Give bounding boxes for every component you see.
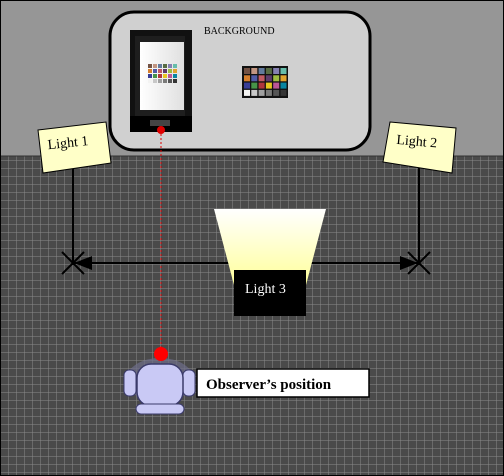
color-patch (251, 82, 258, 89)
arrow-right (400, 256, 418, 270)
observer-label: Observer’s position (206, 377, 332, 393)
color-patch (158, 64, 162, 68)
color-patch (244, 68, 250, 74)
color-patch (265, 75, 272, 82)
color-patch (158, 74, 162, 78)
color-patch (258, 82, 265, 89)
color-patch (265, 68, 272, 74)
light-3-label: Light 3 (245, 282, 286, 297)
color-patch (244, 75, 250, 82)
color-patch (153, 69, 157, 73)
color-chart-small (148, 64, 177, 83)
color-patch (265, 82, 272, 89)
color-patch (265, 89, 272, 96)
color-patch (168, 79, 172, 83)
light-1: Light 1 (37, 121, 112, 174)
color-patch (148, 64, 152, 68)
color-patch (280, 68, 287, 74)
color-patch (148, 74, 152, 78)
color-patch (251, 75, 258, 82)
color-patch (148, 69, 152, 73)
color-checker-chart (242, 66, 288, 98)
observer-eye-point (154, 347, 168, 361)
color-patch (258, 68, 265, 74)
color-patch (244, 89, 250, 96)
color-patch (153, 64, 157, 68)
color-patch (163, 74, 167, 78)
light-1-label: Light 1 (47, 134, 89, 153)
color-patch (251, 68, 258, 74)
color-patch (273, 75, 280, 82)
background-label: BACKGROUND (204, 26, 275, 37)
color-patch (258, 89, 265, 96)
observer-chair (123, 358, 196, 415)
color-patch (258, 75, 265, 82)
observer-label-box (196, 368, 370, 398)
color-patch (173, 64, 177, 68)
color-patch (273, 89, 280, 96)
color-patch (148, 79, 152, 83)
color-patch (280, 89, 287, 96)
color-patch (244, 82, 250, 89)
light-3: Light 3 (214, 209, 326, 316)
color-patch (163, 79, 167, 83)
color-patch (273, 82, 280, 89)
color-patch (273, 68, 280, 74)
color-patch (168, 74, 172, 78)
color-patch (168, 69, 172, 73)
light-2: Light 2 (382, 121, 457, 174)
target-point (157, 126, 165, 134)
color-patch (173, 69, 177, 73)
color-patch (158, 79, 162, 83)
arrow-left (74, 256, 92, 270)
color-patch (251, 89, 258, 96)
color-patch (158, 69, 162, 73)
color-patch (168, 64, 172, 68)
color-patch (280, 82, 287, 89)
color-patch (173, 74, 177, 78)
color-patch (280, 75, 287, 82)
light-2-label: Light 2 (396, 133, 438, 152)
color-patch (153, 79, 157, 83)
color-patch (173, 79, 177, 83)
color-patch (153, 74, 157, 78)
color-patch (163, 64, 167, 68)
color-patch (163, 69, 167, 73)
